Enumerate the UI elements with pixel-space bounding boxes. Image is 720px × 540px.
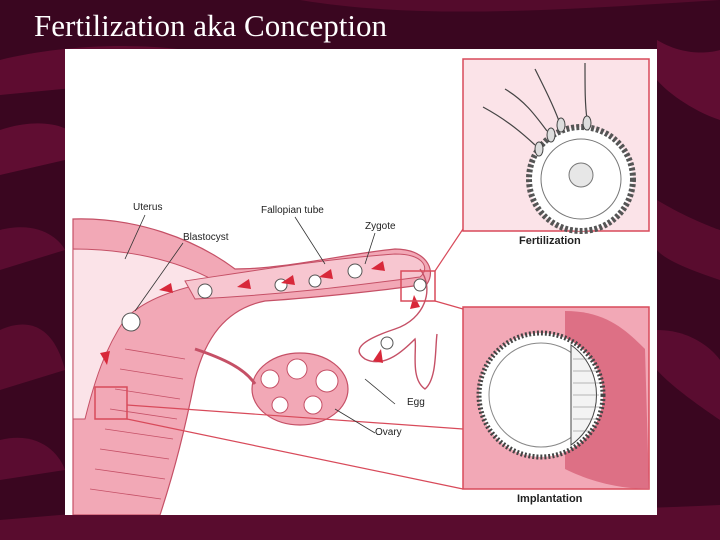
implantation-site-box [94,386,128,420]
label-fallopian-tube: Fallopian tube [261,205,324,216]
sperm-cells [482,62,588,146]
fertilization-inset [462,58,650,234]
uterine-wall-hatching [89,348,186,500]
ovarian-ligament [194,347,257,385]
embryo-cells [121,263,427,350]
label-leader-lines [124,214,396,434]
caption-implantation: Implantation [517,493,583,505]
diagram-artwork [72,58,650,515]
label-zygote: Zygote [365,221,396,232]
label-blastocyst: Blastocyst [183,232,229,243]
caption-fertilization: Fertilization [519,235,581,247]
label-uterus: Uterus [133,202,163,213]
migration-arrows [100,261,420,365]
uterine-cavity [72,248,217,420]
inner-cell-mass [573,358,599,432]
inset-connector-lines [126,228,464,490]
label-egg: Egg [407,397,425,408]
reproduction-diagram: Uterus Fallopian tube Zygote Blastocyst … [65,49,657,515]
fertilization-site-box [400,270,436,302]
ovary-follicles [260,358,339,415]
slide-title: Fertilization aka Conception [34,8,387,43]
label-ovary: Ovary [375,427,402,438]
implantation-inset [462,306,650,490]
fimbriae [358,268,438,390]
